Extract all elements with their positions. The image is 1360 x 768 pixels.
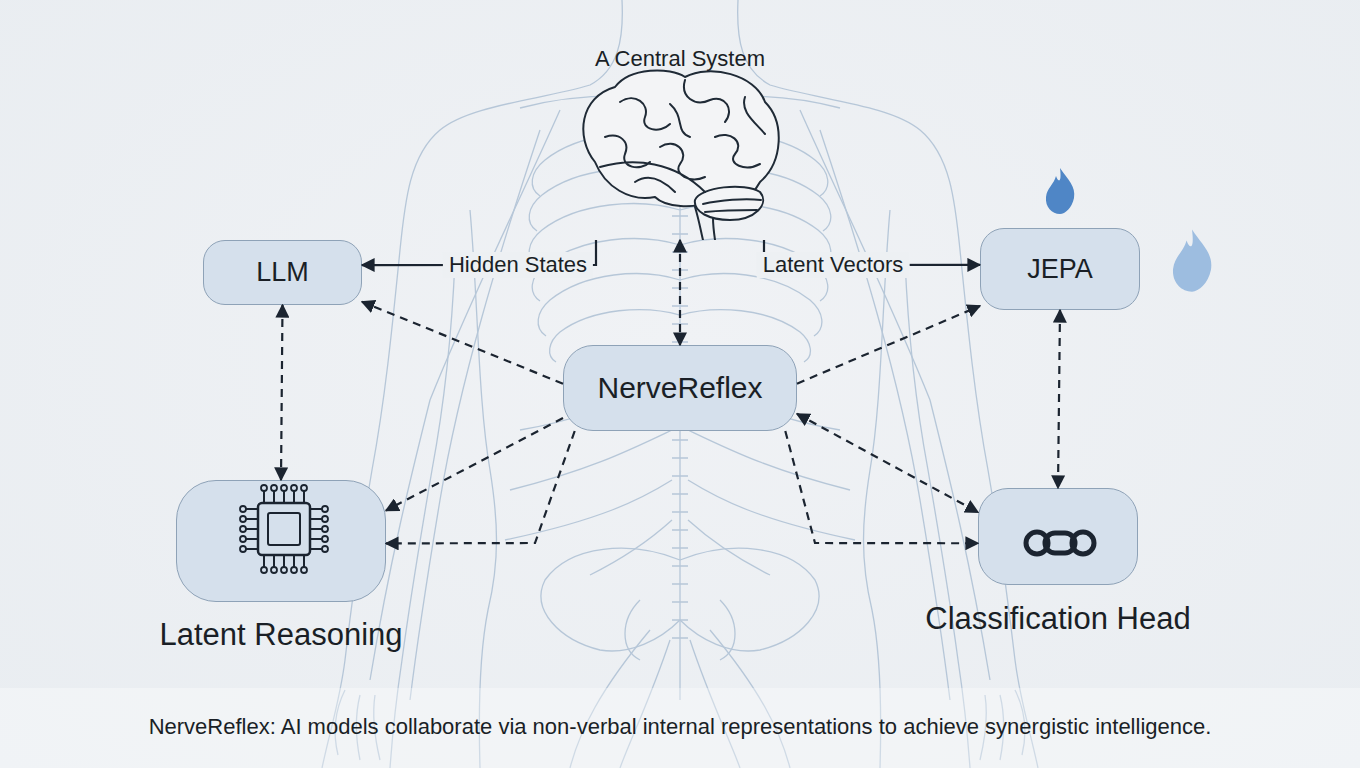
rib bbox=[538, 274, 680, 336]
chip-pins bbox=[310, 506, 328, 552]
dashed-connector bbox=[1058, 310, 1060, 488]
module-box: Latent Reasoning bbox=[176, 480, 386, 602]
nerve bbox=[410, 130, 540, 700]
human-figure bbox=[322, 0, 1038, 768]
chip-pins bbox=[240, 506, 258, 552]
node-heading: Classification Head bbox=[925, 601, 1190, 637]
dashed-connector bbox=[797, 306, 980, 384]
caption: NerveReflex: AI models collaborate via n… bbox=[0, 714, 1360, 740]
node-label: LLM bbox=[204, 241, 361, 304]
chip-pins bbox=[261, 555, 307, 573]
link-icon bbox=[1026, 532, 1094, 554]
dashed-connector bbox=[386, 431, 575, 543]
hub-box: NerveReflex bbox=[563, 345, 797, 431]
dashed-connector bbox=[785, 431, 978, 543]
brain-outline bbox=[575, 42, 785, 240]
edge-label: Hidden States bbox=[443, 252, 593, 278]
dashed-connector bbox=[386, 418, 563, 510]
flame-icon bbox=[1173, 230, 1211, 292]
connector-group bbox=[281, 240, 1060, 543]
chip-pins bbox=[261, 485, 307, 503]
nerve bbox=[370, 110, 560, 680]
nerve bbox=[505, 480, 672, 540]
dashed-connector bbox=[679, 240, 681, 345]
model-box: LLM bbox=[203, 240, 362, 305]
brain-shape bbox=[583, 70, 778, 206]
link-ring bbox=[1072, 532, 1094, 554]
module-box: Classification Head bbox=[978, 488, 1138, 585]
node-label: NerveReflex bbox=[564, 346, 796, 430]
cerebellum-fold bbox=[703, 199, 761, 212]
brain-gyri bbox=[600, 80, 765, 192]
link-bar bbox=[1045, 533, 1075, 553]
torso-outline bbox=[470, 210, 497, 768]
chip-core bbox=[268, 513, 300, 545]
dashed-connector bbox=[281, 305, 283, 480]
link-ring bbox=[1026, 532, 1048, 554]
dashed-connector bbox=[362, 302, 563, 384]
nerve bbox=[510, 430, 672, 490]
edge-label: Latent Vectors bbox=[757, 252, 910, 278]
chip-body bbox=[258, 503, 310, 555]
node-label: JEPA bbox=[981, 229, 1139, 309]
brain-stem bbox=[695, 207, 715, 240]
flame-icon bbox=[1046, 168, 1074, 214]
node-heading: Latent Reasoning bbox=[159, 617, 402, 653]
nerve bbox=[590, 520, 672, 575]
node-heading: A Central System bbox=[595, 46, 765, 72]
chip-icon bbox=[240, 485, 328, 573]
central-system: A Central System bbox=[575, 42, 785, 240]
model-box: JEPA bbox=[980, 228, 1140, 310]
dashed-connector bbox=[797, 414, 978, 512]
